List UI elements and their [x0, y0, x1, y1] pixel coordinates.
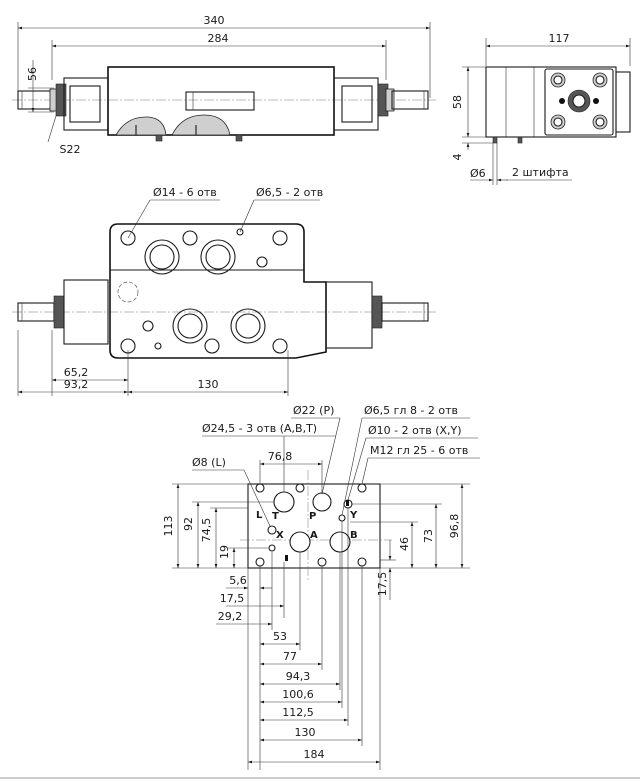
callout-xy-ports: Ø10 - 2 отв (X,Y)	[368, 424, 462, 437]
dim-wrench: S22	[60, 143, 81, 156]
mounting-pattern: T P A B X Y L Ø22 (P) Ø6,5 гл 8 - 2 отв …	[162, 404, 480, 770]
dim-65-2: 65,2	[64, 366, 89, 379]
dim-bottom-130: 130	[295, 726, 316, 739]
dim-left-74-5: 74,5	[200, 518, 213, 543]
callout-threads: M12 гл 25 - 6 отв	[370, 444, 468, 457]
port-label-y: Y	[349, 510, 358, 521]
dim-side-height: 58	[451, 95, 464, 109]
dim-bottom-77: 77	[283, 650, 297, 663]
dim-right-73: 73	[422, 529, 435, 543]
callout-abt-ports: Ø24,5 - 3 отв (A,B,T)	[202, 422, 317, 435]
dim-body-length: 284	[208, 32, 229, 45]
dim-side-width: 117	[549, 32, 570, 45]
dim-pin-height: 4	[451, 154, 464, 161]
dim-right-17-5: 17,5	[376, 572, 389, 597]
dim-93-2: 93,2	[64, 378, 89, 391]
dim-left-113: 113	[162, 516, 175, 537]
dim-130: 130	[198, 378, 219, 391]
top-view: 340 284	[12, 14, 436, 156]
dim-bottom-184: 184	[304, 748, 325, 761]
dim-left-92: 92	[182, 517, 195, 531]
dim-overall-length: 340	[204, 14, 225, 27]
dim-bottom-100-6: 100,6	[282, 688, 314, 701]
port-label-t: T	[272, 511, 279, 522]
port-label-b: B	[350, 530, 358, 541]
dim-left-19: 19	[218, 545, 231, 559]
holes-large-callout: Ø14 - 6 отв	[153, 186, 217, 199]
callout-pin-holes: Ø6,5 гл 8 - 2 отв	[364, 404, 458, 417]
side-view: 117 58 4 Ø6	[451, 32, 631, 185]
dim-right-96-8: 96,8	[448, 514, 461, 539]
port-label-l: L	[256, 510, 263, 521]
callout-l-port: Ø8 (L)	[192, 456, 226, 469]
port-label-a: A	[310, 530, 318, 541]
dim-bottom-5-6: 5,6	[229, 574, 247, 587]
port-label-x: X	[276, 530, 284, 541]
bottom-dims: 5,6 17,5 29,2 53 77 94,3 100,6 112,5 130…	[216, 508, 381, 770]
port-label-p: P	[309, 511, 316, 522]
dim-bottom-94-3: 94,3	[286, 670, 311, 683]
holes-small-callout: Ø6,5 - 2 отв	[256, 186, 323, 199]
dim-spigot: 56	[26, 67, 39, 81]
dim-bottom-112-5: 112,5	[282, 706, 314, 719]
front-view: Ø14 - 6 отв Ø6,5 - 2 отв 65,2 93,2 130	[12, 186, 436, 396]
dim-pin-diameter: Ø6	[470, 167, 486, 180]
callout-p-port: Ø22 (P)	[293, 404, 334, 417]
dim-right-46: 46	[398, 537, 411, 551]
dim-bottom-29-2: 29,2	[218, 610, 243, 623]
dim-bottom-17-5: 17,5	[220, 592, 245, 605]
pins-note: 2 штифта	[512, 166, 569, 179]
dim-bottom-53: 53	[273, 630, 287, 643]
dim-top-width: 76,8	[268, 450, 293, 463]
